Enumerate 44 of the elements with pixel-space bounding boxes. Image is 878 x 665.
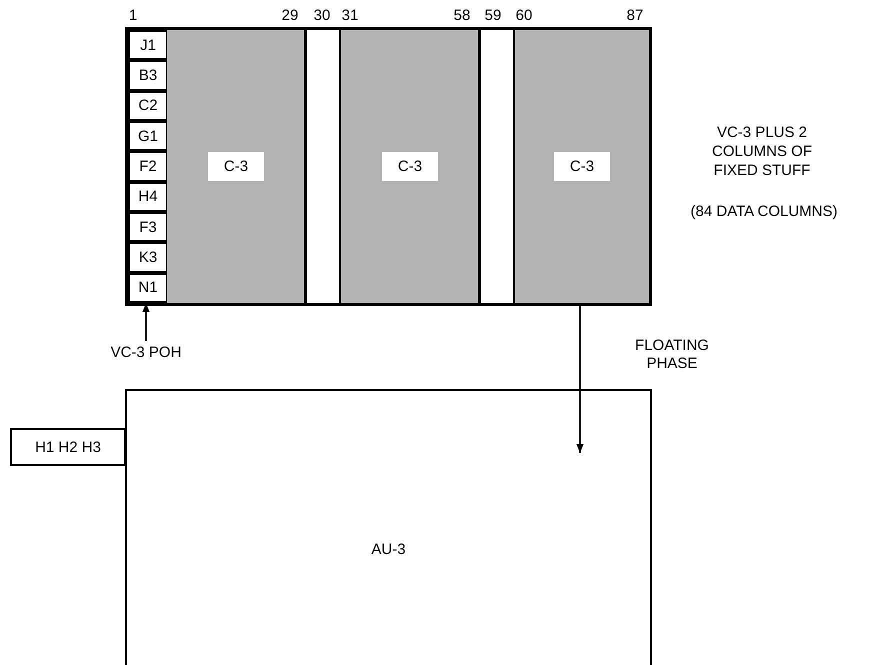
block-label: C-3 [208,152,264,181]
poh-byte-cell [128,30,168,60]
poh-byte-cell [128,90,168,121]
payload-block [167,30,305,303]
fixed-stuff-column [478,30,516,303]
node-text: C2 [138,97,158,114]
block-label: C-3 [554,152,610,181]
node-text: B3 [138,66,158,84]
poh-byte-cell [128,272,168,303]
pointer-box [10,428,126,466]
vc3-frame [125,27,652,306]
poh-byte-cell [128,182,168,212]
node-text: AU-3 [371,540,406,558]
column-number: 58 [454,7,470,24]
block-label: C-3 [382,152,438,181]
node-text: H4 [138,188,158,206]
column-number: 29 [282,7,298,24]
payload-block [341,30,479,303]
poh-byte-cell [128,120,168,152]
poh-byte-cell [128,212,168,242]
poh-byte-cell [128,242,168,273]
node-text: F2 [139,158,157,175]
node-text: F3 [139,218,157,236]
au3-frame [125,389,652,665]
node-text: J1 [140,36,156,54]
side-note: VC-3 PLUS 2 COLUMNS OF FIXED STUFF [710,124,813,180]
side-note: (84 DATA COLUMNS) [690,203,838,220]
node-text: G1 [138,128,158,145]
column-number: 31 [342,7,358,24]
arrow [576,303,584,453]
column-number: 87 [626,7,644,24]
column-number: 59 [484,7,502,24]
column-number: 60 [516,7,532,24]
node-text: N1 [138,279,158,296]
fixed-stuff-column [304,30,342,303]
payload-block [515,30,649,303]
poh-byte-cell [128,151,168,182]
node-text: VC-3 POH [110,344,182,360]
poh-byte-cell [128,60,168,91]
node-text: K3 [138,248,158,266]
column-number: 30 [314,7,330,24]
node-text: H1 H2 H3 [35,438,101,456]
column-number: 1 [128,7,138,24]
edge-label: FLOATING PHASE [634,337,710,373]
